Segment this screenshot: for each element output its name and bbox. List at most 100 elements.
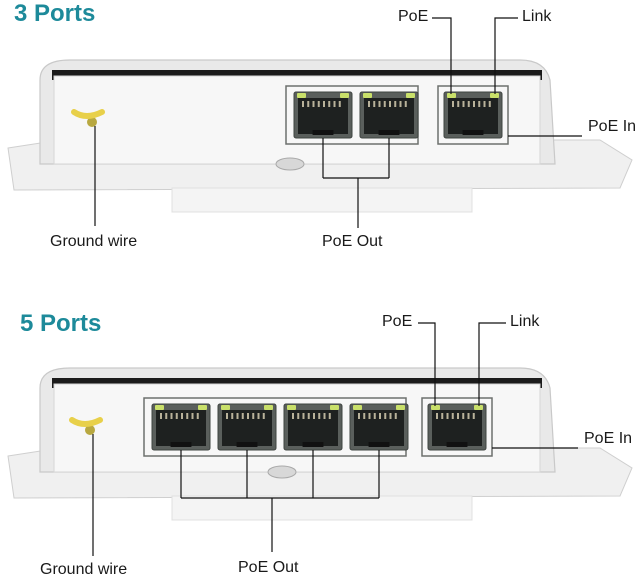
port-pin — [378, 101, 381, 107]
port-pin — [467, 413, 470, 419]
port-pin — [436, 413, 438, 419]
port-pin — [457, 413, 459, 419]
port-pin — [328, 413, 331, 419]
port-pin — [318, 413, 321, 419]
port-pin — [302, 413, 305, 419]
port-pin — [404, 101, 407, 107]
label-link-5: Link — [510, 313, 540, 330]
poe-out-port — [151, 403, 211, 451]
port-pin — [373, 413, 376, 419]
led-indicator — [297, 93, 306, 98]
port-latch — [462, 130, 484, 135]
port-latch — [312, 130, 334, 135]
led-indicator — [221, 405, 230, 410]
port-pin — [478, 101, 481, 107]
port-pin — [467, 101, 470, 107]
led-indicator — [353, 405, 362, 410]
port-latch — [446, 442, 468, 447]
poe-in-port — [427, 403, 487, 451]
poe-out-port — [349, 403, 409, 451]
port-pin — [231, 413, 234, 419]
label-poe-out-3: PoE Out — [322, 233, 383, 250]
poe-led-leader — [432, 17, 452, 94]
port-pin — [384, 413, 387, 419]
port-pin — [368, 413, 371, 419]
led-indicator — [264, 405, 273, 410]
port-pin — [323, 101, 325, 107]
port-pin — [446, 413, 449, 419]
port-latch — [236, 442, 258, 447]
poe-out-port — [283, 403, 343, 451]
poe-in-port — [443, 91, 503, 139]
ground-screw — [85, 425, 95, 435]
mounting-bracket — [171, 187, 473, 213]
port-pin — [473, 101, 475, 107]
port-pin — [307, 413, 310, 419]
port-pin — [462, 413, 465, 419]
port-pin — [363, 413, 366, 419]
led-indicator — [340, 93, 349, 98]
led-indicator — [198, 405, 207, 410]
port-pin — [317, 101, 320, 107]
poe-led-leader — [418, 322, 436, 406]
ground-wire — [71, 109, 105, 119]
flange-screw — [267, 465, 297, 479]
label-poe-5: PoE — [382, 313, 413, 330]
input-port-frame — [437, 85, 509, 145]
ground-wire — [69, 417, 103, 427]
housing-gasket — [52, 70, 542, 80]
port-pin — [262, 413, 265, 419]
port-pin — [181, 413, 183, 419]
port-latch — [368, 442, 390, 447]
link-led-leader — [494, 17, 518, 94]
label-poe-in-5: PoE In — [584, 430, 633, 447]
mounting-bracket — [171, 495, 473, 521]
port-pin — [394, 413, 397, 419]
port-pin — [452, 101, 454, 107]
port-latch — [170, 442, 192, 447]
led-indicator — [474, 405, 483, 410]
switch-3-ports — [0, 17, 640, 228]
led-indicator — [490, 93, 499, 98]
housing-gasket — [52, 378, 542, 388]
port-pin — [165, 413, 168, 419]
switch-5-ports — [0, 322, 640, 556]
port-pin — [368, 101, 370, 107]
poe-out-port — [359, 91, 419, 139]
port-pin — [488, 101, 491, 107]
port-pin — [313, 413, 315, 419]
port-pin — [252, 413, 255, 419]
port-pin — [175, 413, 178, 419]
led-indicator — [396, 405, 405, 410]
led-indicator — [447, 93, 456, 98]
port-pin — [307, 101, 310, 107]
label-poe-3: PoE — [398, 8, 429, 25]
port-pin — [236, 413, 239, 419]
port-pin — [292, 413, 294, 419]
port-pin — [191, 413, 194, 419]
led-indicator — [363, 93, 372, 98]
label-link-3: Link — [522, 8, 552, 25]
poe-out-port — [217, 403, 277, 451]
title-5-ports: 5 Ports — [20, 310, 102, 337]
port-pin — [297, 413, 300, 419]
port-latch — [302, 442, 324, 447]
port-pin — [462, 101, 465, 107]
led-indicator — [330, 405, 339, 410]
led-indicator — [431, 405, 440, 410]
port-pin — [451, 413, 454, 419]
poe-out-port — [293, 91, 353, 139]
flange-screw — [275, 157, 305, 171]
port-pin — [257, 413, 260, 419]
port-pin — [472, 413, 475, 419]
port-pin — [373, 101, 376, 107]
port-pin — [196, 413, 199, 419]
led-indicator — [287, 405, 296, 410]
label-poe-in-3: PoE In — [588, 118, 637, 135]
port-pin — [323, 413, 326, 419]
port-pin — [328, 101, 331, 107]
title-3-ports: 3 Ports — [14, 0, 96, 27]
label-ground-wire-3: Ground wire — [50, 233, 138, 250]
